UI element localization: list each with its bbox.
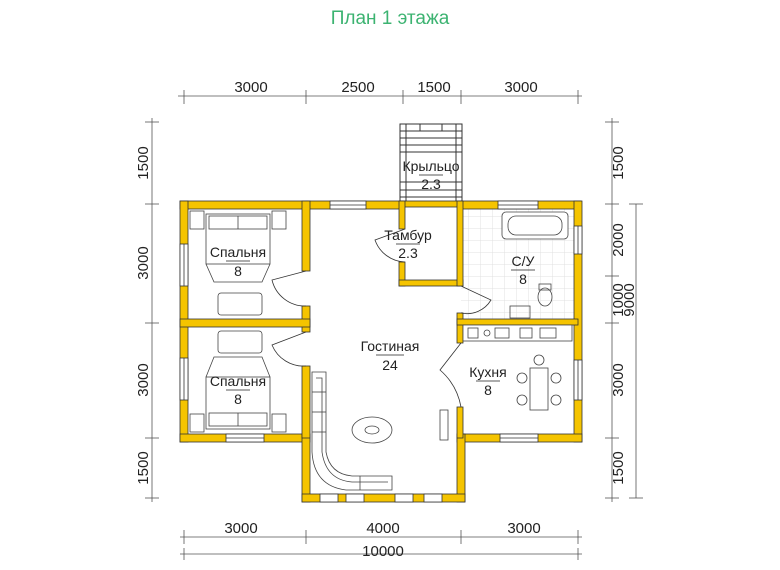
wall-between-bedrooms [179, 318, 311, 328]
room-vestibule: Тамбур 2.3 [384, 227, 432, 261]
wall-bath-kitchen [456, 318, 579, 326]
dim-bottom-total: 10000 [362, 543, 404, 560]
corner-sofa [311, 371, 393, 491]
wall-bedroom-top-right [301, 200, 311, 272]
furniture [189, 210, 573, 491]
doors [271, 228, 492, 408]
dining-table [516, 354, 562, 411]
bed-top [205, 213, 271, 283]
dim-right-total: 9000 [621, 283, 638, 316]
dim-right-1: 1500 [610, 146, 627, 179]
room-porch-area: 2.3 [421, 176, 441, 192]
room-living-name: Гостиная [361, 338, 420, 354]
dim-left-2: 3000 [135, 246, 152, 279]
plan-title: План 1 этажа [330, 8, 450, 29]
windows [179, 200, 583, 503]
wall-vestibule-right [456, 200, 464, 287]
dim-bottom-2: 4000 [366, 520, 399, 537]
wardrobe-bottom [217, 330, 263, 354]
dim-left-4: 1500 [135, 451, 152, 484]
dim-right-4: 3000 [610, 363, 627, 396]
room-porch: Крыльцо 2.3 [402, 158, 459, 192]
room-kitchen-area: 8 [484, 382, 492, 398]
toilet [537, 287, 553, 307]
bathtub [501, 211, 569, 240]
room-porch-name: Крыльцо [402, 158, 459, 174]
room-living-area: 24 [382, 357, 398, 373]
nightstand-bottom-right [271, 413, 287, 433]
tv-stand [439, 409, 449, 441]
room-bedroom-bottom-name: Спальня [210, 373, 266, 389]
dimension-labels: 3000 2500 1500 3000 3000 4000 3000 10000… [135, 79, 638, 560]
room-bedroom-top-name: Спальня [210, 244, 266, 260]
bed-bottom [205, 356, 271, 430]
sink [509, 305, 531, 319]
dim-bottom-3: 3000 [507, 520, 540, 537]
dim-right-3: 1000 [610, 283, 627, 316]
wall-vestibule-bottom [398, 279, 464, 287]
room-labels: Крыльцо 2.3 Тамбур 2.3 С/У 8 Спальня 8 С… [210, 158, 535, 407]
nightstand-top-right [271, 210, 287, 230]
dim-top-3: 1500 [417, 79, 450, 96]
room-bedroom-top-area: 8 [234, 263, 242, 279]
room-kitchen-name: Кухня [469, 364, 506, 380]
dim-top-4: 3000 [504, 79, 537, 96]
porch [399, 123, 463, 205]
room-bedroom-top: Спальня 8 [210, 244, 266, 279]
room-bathroom-area: 8 [519, 271, 527, 287]
room-bathroom-name: С/У [512, 253, 535, 269]
room-vestibule-area: 2.3 [398, 245, 418, 261]
dim-bottom-1: 3000 [224, 520, 257, 537]
room-bedroom-bottom-area: 8 [234, 391, 242, 407]
dim-left-1: 1500 [135, 146, 152, 179]
dim-right-2: 2000 [610, 223, 627, 256]
nightstand-bottom-left [189, 413, 205, 433]
dimension-lines [145, 90, 643, 560]
dim-top-1: 3000 [234, 79, 267, 96]
room-bedroom-bottom: Спальня 8 [210, 373, 266, 407]
room-bathroom: С/У 8 [511, 253, 535, 287]
nightstand-top-left [189, 210, 205, 230]
dim-right-5: 1500 [610, 451, 627, 484]
wardrobe-top [217, 292, 263, 316]
kitchen-counter [462, 324, 573, 342]
dim-left-3: 3000 [135, 363, 152, 396]
room-kitchen: Кухня 8 [469, 364, 506, 398]
coffee-table [351, 416, 393, 444]
room-vestibule-name: Тамбур [384, 227, 432, 243]
dim-top-2: 2500 [341, 79, 374, 96]
room-living: Гостиная 24 [361, 338, 420, 373]
